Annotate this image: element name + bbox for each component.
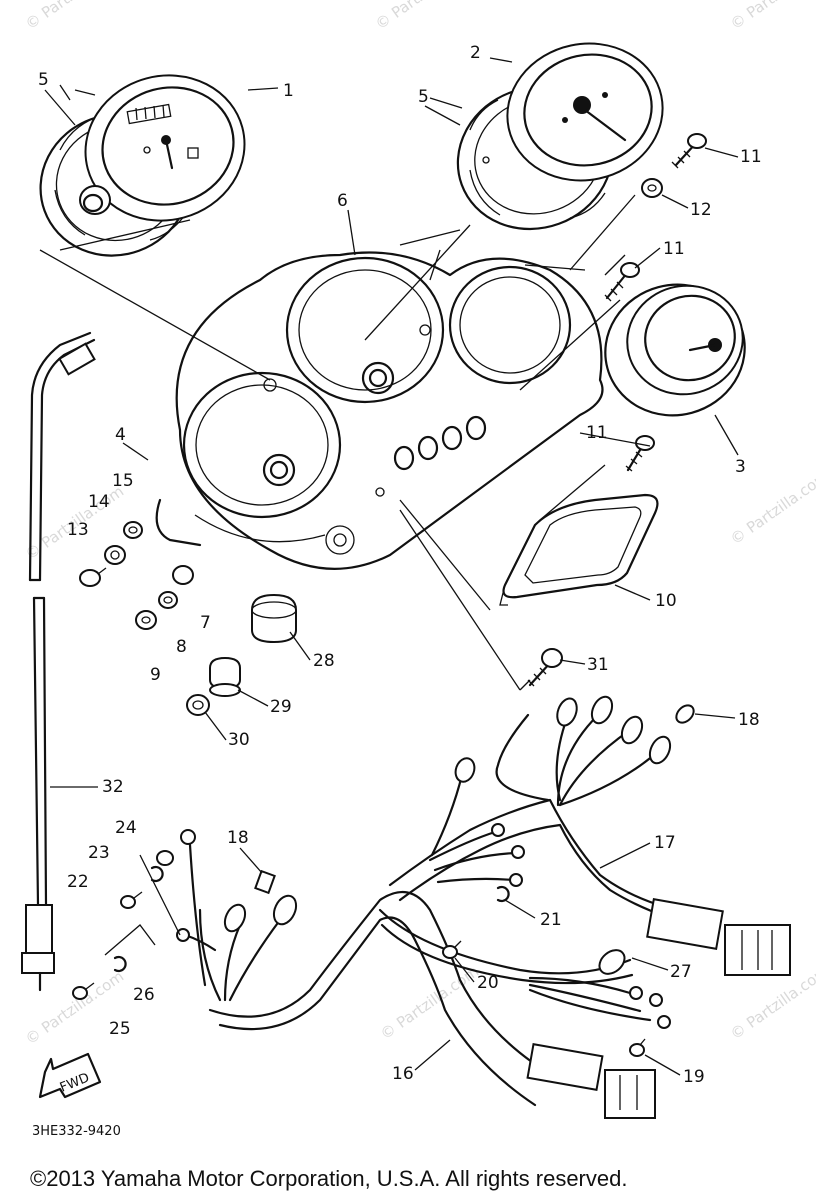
tachometer (506, 42, 664, 182)
callout-11-middle: 11 (663, 239, 685, 259)
washer-15 (123, 521, 143, 539)
callout-31: 31 (587, 655, 609, 675)
callout-20: 20 (477, 973, 499, 993)
grommet-12 (641, 178, 663, 198)
callout-24: 24 (115, 818, 137, 838)
callout-16: 16 (392, 1064, 414, 1084)
watermark: © Partzilla.com (727, 0, 816, 33)
watermark: © Partzilla.com (377, 962, 482, 1043)
callout-1: 1 (283, 81, 294, 101)
callout-2: 2 (470, 43, 481, 63)
copyright-notice: ©2013 Yamaha Motor Corporation, U.S.A. A… (30, 1166, 628, 1191)
callout-7: 7 (200, 613, 211, 633)
callout-18-upper: 18 (738, 710, 760, 730)
indicator-panel (499, 493, 659, 606)
callout-labels: 1 2 3 4 5 5 6 7 8 9 10 11 11 11 12 13 14… (38, 43, 762, 1087)
callout-25: 25 (109, 1019, 131, 1039)
clip-23 (150, 865, 164, 883)
callout-13: 13 (67, 520, 89, 540)
callout-9: 9 (150, 665, 161, 685)
callout-22: 22 (67, 872, 89, 892)
callout-21: 21 (540, 910, 562, 930)
grommet-18-lower (254, 869, 276, 895)
screw-25 (72, 982, 95, 1000)
nut-9 (135, 610, 157, 630)
screw-22 (120, 891, 143, 909)
washer-14 (104, 545, 126, 565)
clip-26 (113, 955, 127, 973)
grommet-28 (251, 593, 297, 644)
callout-11-top: 11 (740, 147, 762, 167)
watermark: © Partzilla.com (22, 0, 127, 33)
speedometer (79, 74, 246, 222)
clip-21 (496, 885, 510, 903)
callout-4: 4 (115, 425, 126, 445)
callout-18-lower: 18 (227, 828, 249, 848)
callout-6: 6 (337, 191, 348, 211)
callout-28: 28 (313, 651, 335, 671)
callout-14: 14 (88, 492, 110, 512)
screw-20 (442, 940, 462, 959)
collar-29 (209, 656, 241, 697)
meter-housing (155, 251, 604, 570)
fuel-gauge (604, 283, 746, 417)
callout-19: 19 (683, 1067, 705, 1087)
callout-17: 17 (654, 833, 676, 853)
nut-30 (186, 694, 210, 716)
callout-5-right: 5 (418, 87, 429, 107)
callout-5-left: 5 (38, 70, 49, 90)
callout-10: 10 (655, 591, 677, 611)
callout-8: 8 (176, 637, 187, 657)
leader-lines (39, 57, 636, 956)
callout-15: 15 (112, 471, 134, 491)
callout-29: 29 (270, 697, 292, 717)
meter-cable-32 (21, 331, 96, 992)
callout-11-lower: 11 (586, 423, 608, 443)
bulb-19 (629, 1038, 646, 1057)
callout-27: 27 (670, 962, 692, 982)
callout-connectors (44, 89, 739, 1076)
diagram-code: 3HE332-9420 (32, 1124, 121, 1139)
collar-8 (158, 591, 178, 609)
wire-harness-16 (176, 829, 671, 1119)
screw-13 (79, 567, 107, 587)
callout-3: 3 (735, 457, 746, 477)
damper-7 (172, 565, 194, 585)
callout-12: 12 (690, 200, 712, 220)
bolt-31 (527, 648, 563, 687)
wire-harness-17 (388, 695, 791, 976)
forward-arrow-icon: FWD (38, 1052, 102, 1099)
callout-23: 23 (88, 843, 110, 863)
callout-26: 26 (133, 985, 155, 1005)
screw-11-top (671, 133, 707, 169)
watermark: © Partzilla.com (372, 0, 477, 33)
screw-11-middle (604, 262, 640, 302)
watermark: © Partzilla.com (727, 467, 816, 548)
callout-32: 32 (102, 777, 124, 797)
washer-24 (156, 850, 174, 866)
screw-11-lower (625, 435, 655, 472)
callout-30: 30 (228, 730, 250, 750)
